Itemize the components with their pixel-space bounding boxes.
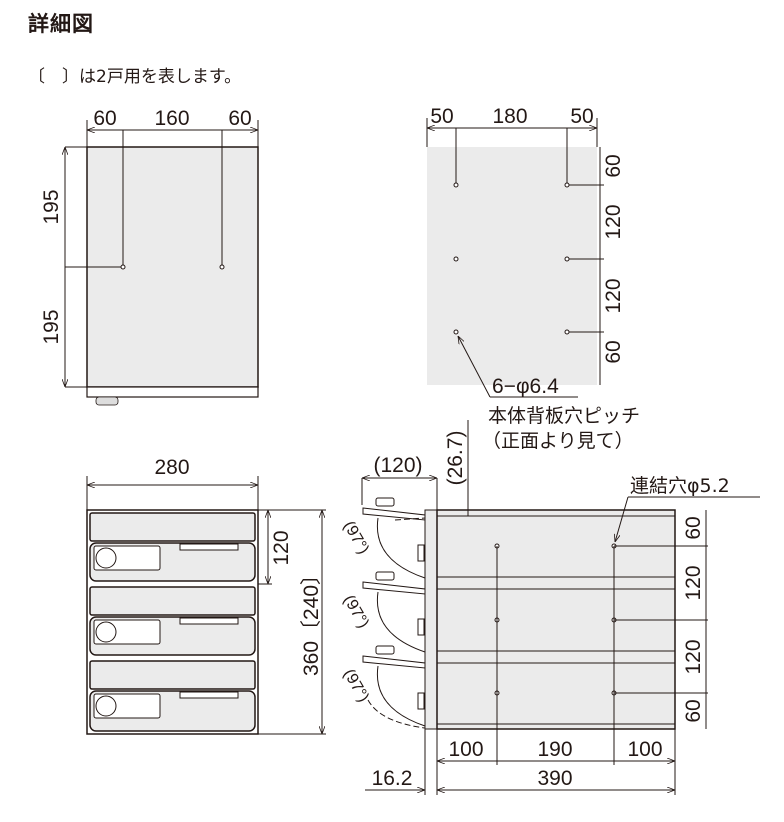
mailbox-unit	[89, 660, 256, 732]
back-panel	[427, 147, 597, 385]
dim-label: (120)	[373, 454, 422, 477]
dim-label: 360〔240〕	[300, 564, 323, 676]
knob	[95, 396, 119, 406]
side-view: 60 160 60 195 195	[40, 107, 259, 406]
dim-label: 50	[570, 105, 593, 128]
angle-label: (97°)	[340, 592, 372, 631]
joint-hole-label: 連結穴φ5.2	[630, 475, 730, 497]
note-text: 〔 〕は2戸用を表します。	[28, 67, 242, 87]
hole-desc: 本体背板穴ピッチ	[488, 405, 640, 427]
dim-label: 100	[448, 738, 483, 761]
dim-label: (26.7)	[444, 431, 467, 486]
hole-note: （正面より見て）	[482, 430, 634, 452]
dim-label: 60	[93, 107, 116, 130]
page-title: 詳細図	[28, 12, 94, 36]
dim-label: 60	[682, 516, 705, 539]
top-view: (97°) (97°) (97°) 60 120 120 60 100 190 …	[340, 420, 760, 795]
angle-label: (97°)	[340, 666, 372, 705]
hole-label: 6−φ6.4	[492, 375, 559, 398]
dim-label: 160	[154, 107, 189, 130]
back-view: 50 180 50 60 120 120 60 6−φ6.4 本体背板穴ピッチ …	[426, 105, 640, 452]
dim-label: 120	[270, 530, 293, 565]
dim-label: 190	[537, 738, 572, 761]
dim-label: 60	[228, 107, 251, 130]
dim-label: 120	[682, 565, 705, 600]
dim-label: 390	[537, 767, 572, 790]
mailbox-unit	[89, 586, 256, 656]
front-view: 280 120 360〔240〕	[86, 456, 326, 735]
side-base	[86, 386, 259, 398]
dim-label: 195	[40, 189, 63, 224]
dim-label: 120	[602, 204, 625, 239]
dim-label: 50	[430, 105, 453, 128]
dim-label: 120	[682, 639, 705, 674]
dim-label: 100	[627, 738, 662, 761]
angle-label: (97°)	[340, 518, 372, 557]
dim-label: 60	[602, 154, 625, 177]
dim-label: 180	[492, 105, 527, 128]
dim-label: 16.2	[372, 767, 413, 790]
mailbox-unit	[89, 512, 256, 582]
dim-label: 280	[154, 456, 189, 479]
dim-label: 120	[602, 278, 625, 313]
dim-label: 195	[40, 309, 63, 344]
door-swing	[362, 497, 426, 729]
dim-label: 60	[682, 699, 705, 722]
dim-label: 60	[602, 340, 625, 363]
